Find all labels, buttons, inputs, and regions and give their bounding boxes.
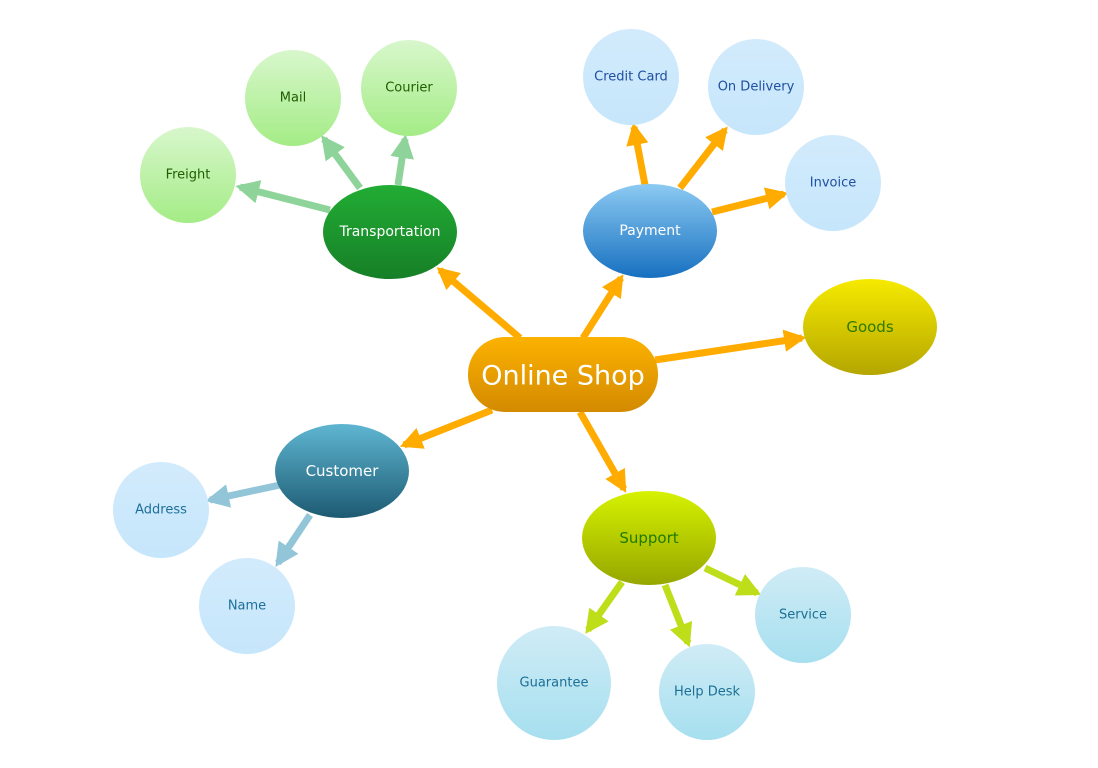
node-label: Customer [306, 462, 380, 480]
node-label: Credit Card [594, 70, 668, 85]
node-on-delivery[interactable]: On Delivery [708, 39, 804, 135]
arrow-center-to-payment [580, 274, 624, 340]
arrow-to-invoice [711, 187, 789, 216]
node-label: Help Desk [674, 685, 741, 700]
node-label: Goods [846, 318, 893, 336]
node-label: Freight [166, 168, 211, 183]
arrow-to-help-desk [661, 583, 693, 648]
arrow-to-freight [235, 180, 331, 214]
node-service[interactable]: Service [755, 567, 851, 663]
node-mail[interactable]: Mail [245, 50, 341, 146]
arrow-to-guarantee [585, 579, 625, 634]
node-label: Service [779, 608, 827, 623]
node-payment[interactable]: Payment [583, 184, 717, 278]
node-freight[interactable]: Freight [140, 127, 236, 223]
arrow-center-to-customer [399, 406, 494, 449]
arrow-center-to-goods [654, 329, 807, 364]
node-label: Invoice [810, 176, 856, 191]
node-label: Guarantee [520, 676, 589, 691]
node-customer[interactable]: Customer [275, 424, 409, 518]
node-label: Address [135, 503, 187, 518]
arrow-to-credit-card [626, 122, 649, 186]
node-credit-card[interactable]: Credit Card [583, 29, 679, 125]
arrow-center-to-support [576, 410, 628, 493]
node-support[interactable]: Support [582, 491, 716, 585]
arrow-to-on-delivery [677, 126, 728, 191]
arrow-to-courier [390, 134, 414, 186]
node-label: Courier [385, 81, 433, 96]
node-goods[interactable]: Goods [803, 279, 937, 375]
node-guarantee[interactable]: Guarantee [497, 626, 611, 740]
node-label: On Delivery [718, 80, 795, 95]
node-label: Name [228, 599, 266, 614]
arrow-to-address [205, 481, 281, 508]
node-label: Online Shop [481, 361, 645, 392]
node-label: Mail [280, 91, 306, 106]
arrow-to-name [275, 513, 313, 567]
node-help-desk[interactable]: Help Desk [659, 644, 755, 740]
node-address[interactable]: Address [113, 462, 209, 558]
node-label: Support [619, 529, 678, 547]
node-label: Payment [619, 223, 681, 239]
node-label: Transportation [338, 224, 440, 240]
node-invoice[interactable]: Invoice [785, 135, 881, 231]
arrow-center-to-transportation [436, 267, 523, 341]
node-online-shop[interactable]: Online Shop [468, 337, 658, 412]
node-courier[interactable]: Courier [361, 40, 457, 136]
node-transportation[interactable]: Transportation [323, 185, 457, 279]
arrow-to-mail [321, 135, 363, 191]
node-name[interactable]: Name [199, 558, 295, 654]
arrow-to-service [703, 564, 762, 597]
